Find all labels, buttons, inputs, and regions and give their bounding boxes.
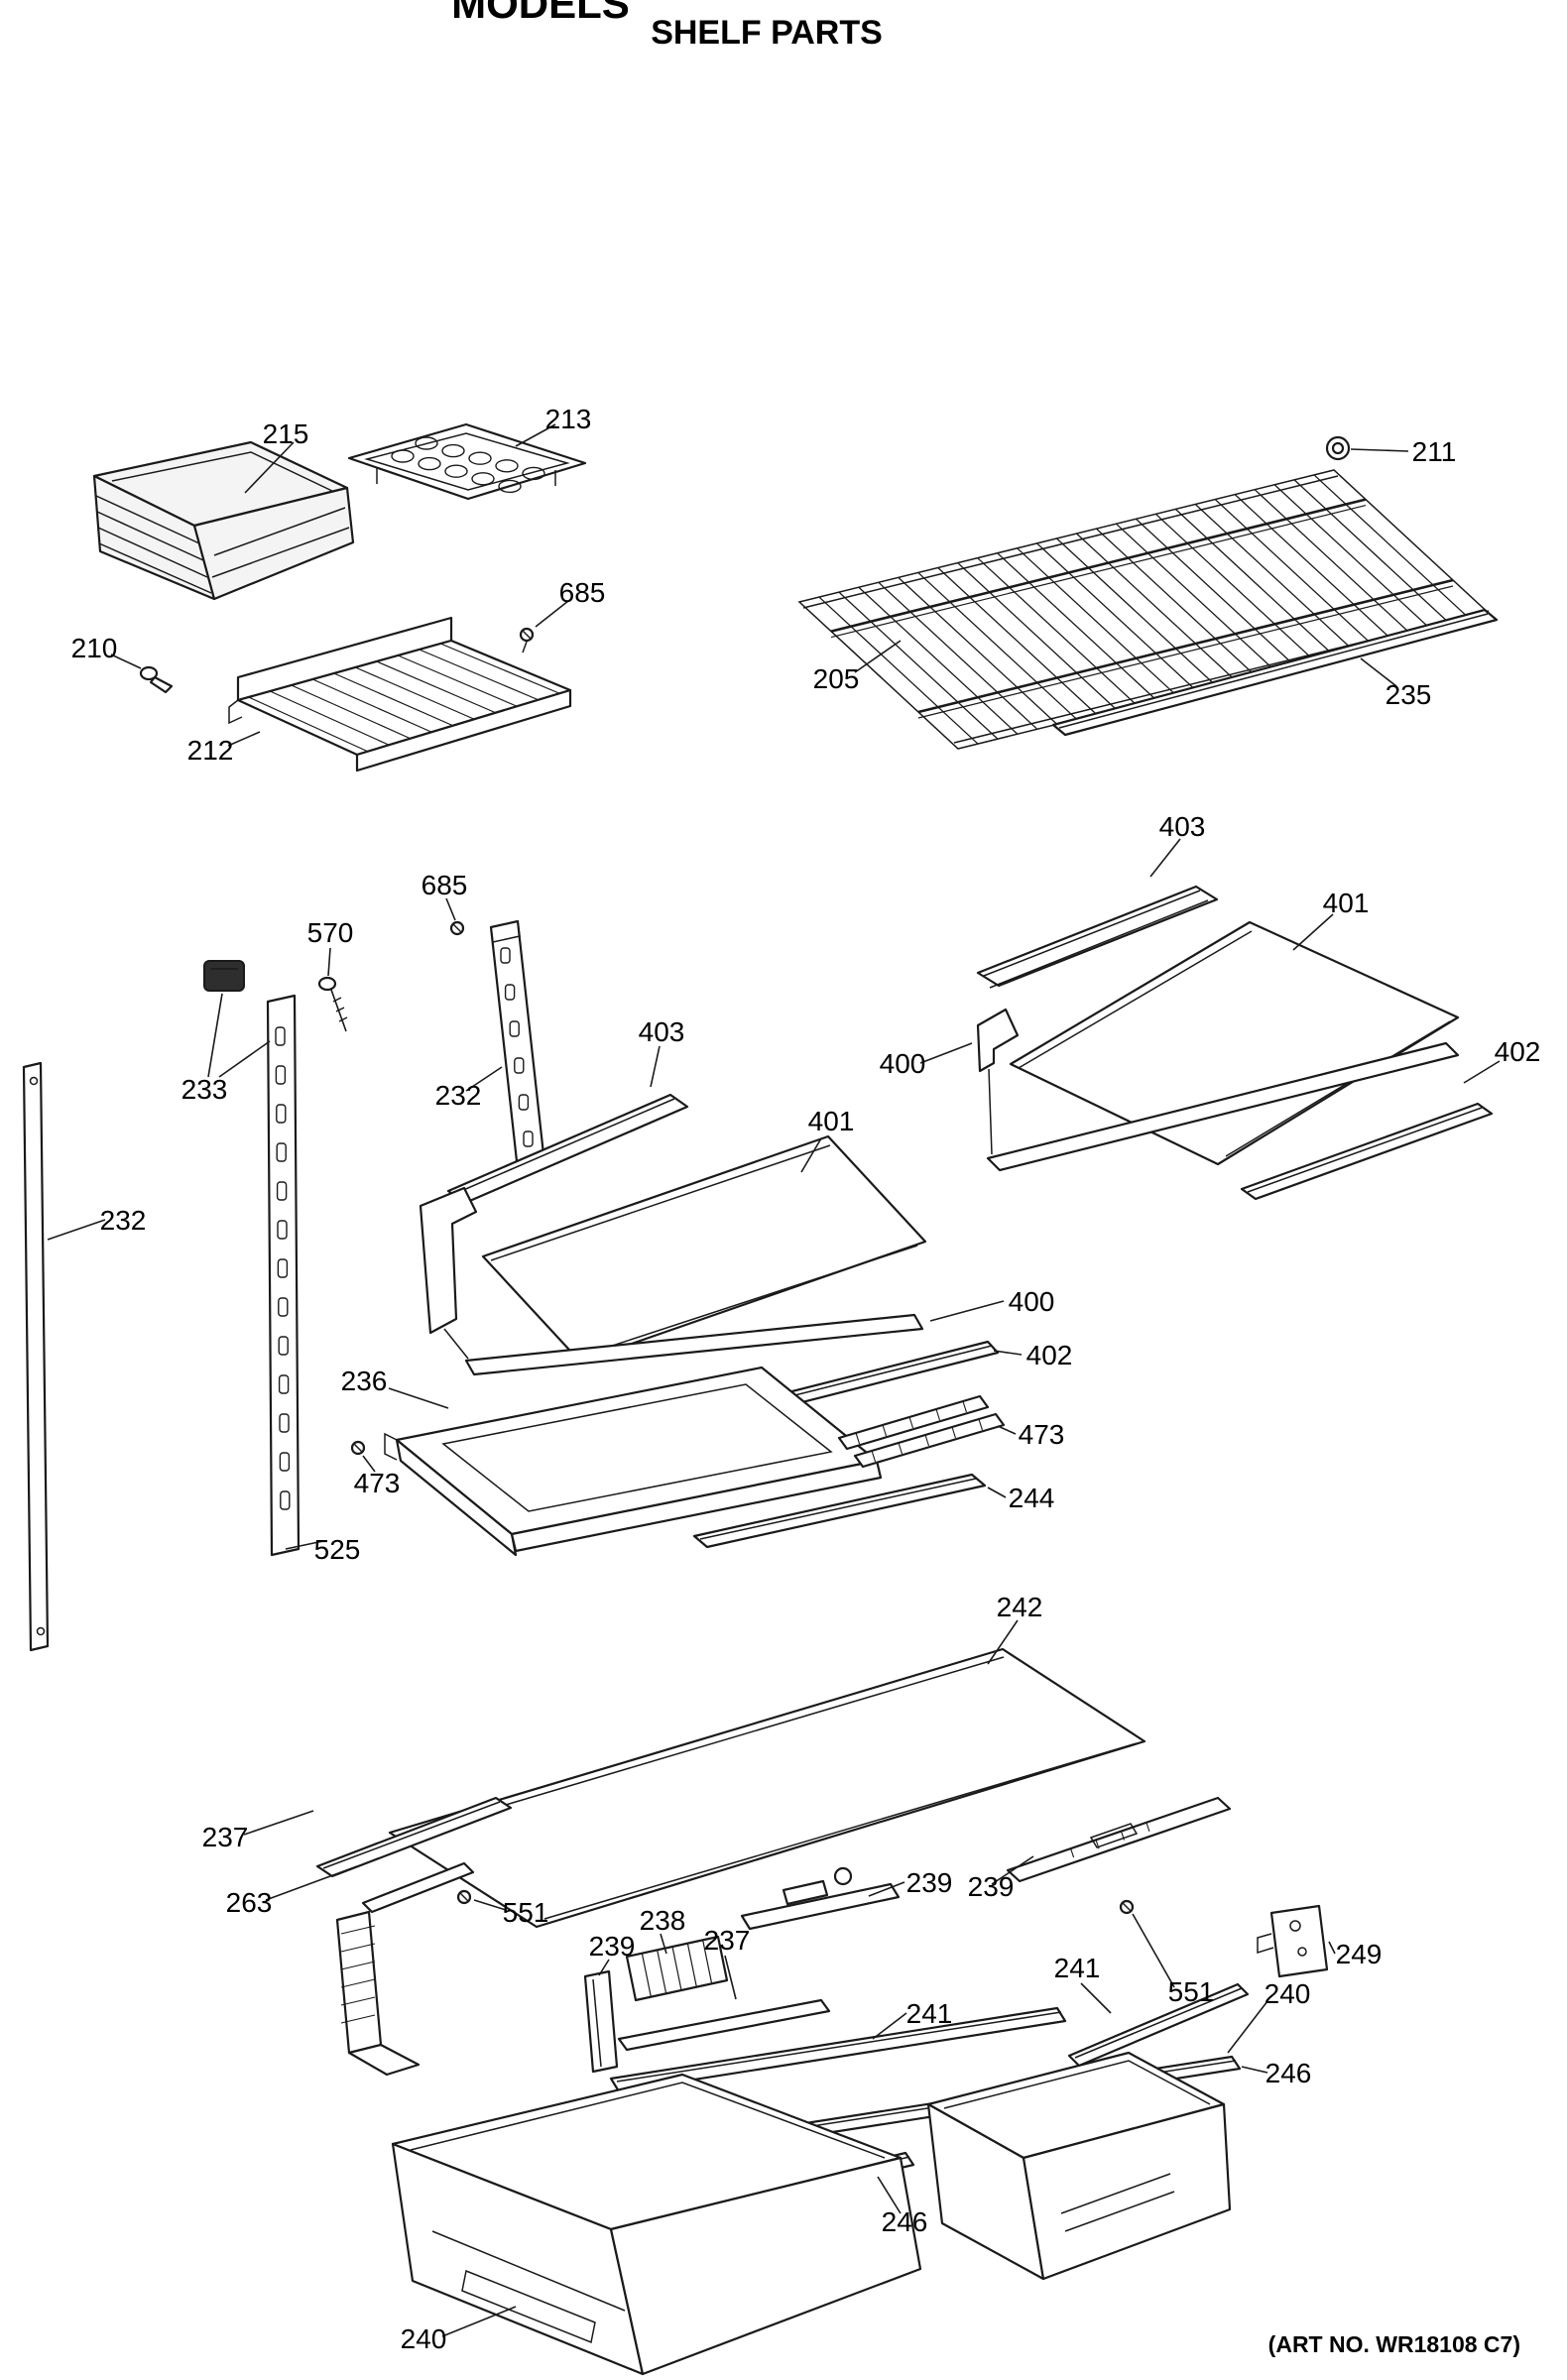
label-239b: 239 [906,1867,953,1898]
label-241a: 241 [1054,1953,1101,1983]
part-551-screw-right [1119,1899,1135,1915]
part-402-right-trim [1240,1102,1494,1201]
part-551-screw-left [456,1889,472,1905]
part-241-right-trim [1067,1982,1250,2068]
part-211-grommet [1325,435,1351,461]
label-473b: 473 [1019,1419,1065,1450]
part-403-left-trim [446,1093,689,1206]
part-401-right-glass [1009,920,1460,1166]
label-232a: 232 [435,1080,482,1111]
label-210: 210 [71,633,118,663]
part-210-stud [139,665,174,694]
page-title: SHELF PARTS [651,14,883,52]
callout-labels: 215 213 211 685 210 212 205 235 403 401 … [71,404,1541,2354]
label-263: 263 [226,1887,273,1918]
label-551b: 551 [1168,1976,1215,2007]
label-249: 249 [1336,1939,1383,1969]
part-241-front-trim [609,2006,1067,2093]
part-473-screw [350,1440,366,1456]
label-403l: 403 [639,1016,685,1047]
label-402r: 402 [1495,1036,1541,1067]
part-401-left-glass [481,1134,927,1364]
label-232b: 232 [100,1205,147,1236]
label-237b: 237 [704,1925,751,1956]
part-244-trim [692,1473,987,1549]
label-236: 236 [341,1366,388,1396]
leader-lines [47,423,1501,2337]
part-212-shelf [228,616,572,773]
part-685-screw-top [519,627,535,654]
part-237-mid-trim [617,1998,831,2052]
part-239-channel-small [583,1969,619,2074]
part-240-left-pan [391,2073,922,2376]
art-number: (ART NO. WR18108 C7) [1268,2331,1520,2357]
label-403r: 403 [1159,811,1206,842]
label-240a: 240 [1265,1978,1311,2009]
part-239-bracket-left [335,1910,421,2077]
part-239-roller [740,1866,901,1931]
part-473-slides [837,1394,1006,1469]
label-240b: 240 [401,2323,447,2354]
part-239-channel-right [1006,1796,1232,1883]
part-232-left-bar [22,1061,50,1652]
label-400r: 400 [880,1048,926,1079]
label-242: 242 [997,1592,1043,1622]
label-685a: 685 [559,577,606,608]
label-685b: 685 [422,870,468,900]
label-401r: 401 [1323,888,1370,918]
part-232-channel [489,919,546,1172]
label-570: 570 [307,917,354,948]
part-240-right-pan [926,2051,1232,2281]
label-211: 211 [1412,436,1457,467]
part-238-block [625,1935,729,2002]
label-205: 205 [813,663,860,694]
part-400-right-frame [976,1008,1460,1172]
label-401l: 401 [808,1106,855,1136]
part-249-bracket [1257,1904,1329,1978]
label-212: 212 [187,735,234,766]
label-402l: 402 [1026,1340,1073,1370]
part-213-tray [347,422,587,501]
part-233-clip [203,960,245,992]
label-246a: 246 [1266,2058,1312,2088]
part-237-left-trim [315,1796,513,1878]
label-237a: 237 [202,1822,249,1852]
label-241b: 241 [906,1998,953,2029]
label-246b: 246 [882,2206,928,2237]
page-title-clipped: MODELS [451,0,630,27]
part-263-trim [361,1861,475,1914]
label-239a: 239 [589,1931,636,1962]
label-235: 235 [1386,679,1432,710]
label-244: 244 [1009,1483,1055,1513]
label-215: 215 [263,418,309,449]
part-403-right-trim [976,885,1219,989]
label-238: 238 [640,1905,686,1936]
label-525: 525 [314,1534,361,1565]
label-213: 213 [545,404,592,434]
label-400l: 400 [1009,1286,1055,1317]
part-232-middle-rail [266,994,301,1557]
label-239c: 239 [968,1871,1015,1902]
label-233: 233 [181,1074,228,1105]
part-235-trim [1051,608,1499,737]
part-215-bin [92,440,355,601]
part-685-screw-left [449,920,465,936]
label-551a: 551 [503,1897,549,1928]
label-473a: 473 [354,1468,401,1498]
part-570-screw [317,976,348,1032]
part-400-left-frame [419,1186,924,1376]
part-242-glass [388,1647,1146,1929]
